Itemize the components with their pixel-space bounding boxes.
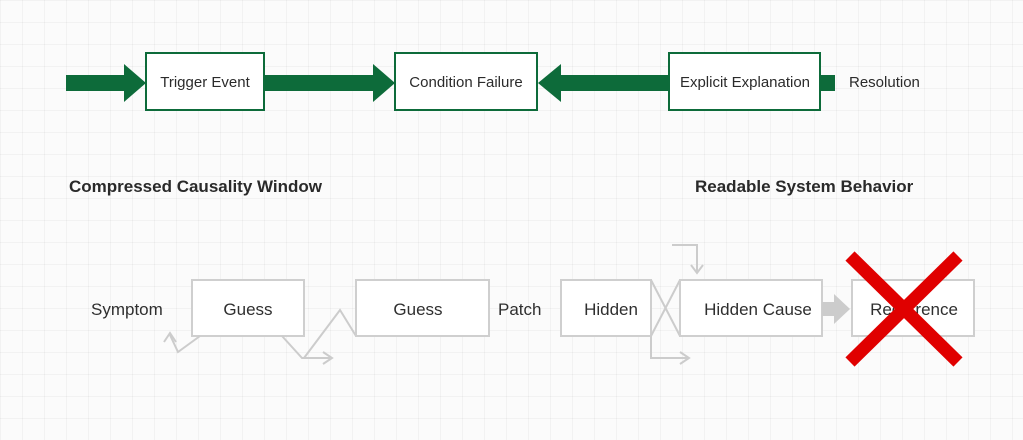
symptom-label: Symptom <box>91 300 163 319</box>
node-trigger-event: Trigger Event <box>145 52 265 111</box>
node-explicit-explanation-label: Explicit Explanation <box>680 74 810 91</box>
node-guess-2-label: Guess <box>393 300 442 319</box>
arrow-start-to-trigger <box>66 64 146 102</box>
patch-label: Patch <box>498 300 541 319</box>
node-condition-failure: Condition Failure <box>394 52 538 111</box>
right-section-title: Readable System Behavior <box>695 177 914 196</box>
top-flow: Trigger Event Condition Failure Explicit… <box>66 52 920 111</box>
node-guess-2: Guess <box>355 279 490 337</box>
node-guess-1: Guess <box>191 279 305 337</box>
red-cross-icon <box>845 251 963 367</box>
zigzag-connector <box>281 308 357 365</box>
node-hidden-cause-label: Hidden Cause <box>704 300 812 319</box>
node-condition-failure-label: Condition Failure <box>409 74 522 91</box>
resolution-stub <box>820 75 835 91</box>
crossing-connector <box>650 279 681 337</box>
resolution-label: Resolution <box>849 74 920 91</box>
node-hidden-cause: Hidden Cause <box>679 279 823 337</box>
loop-arrow-guess-1 <box>163 331 201 354</box>
arrow-cause-to-recurrence <box>822 294 850 324</box>
loop-arrow-top <box>672 244 704 275</box>
arrow-trigger-to-condition <box>265 64 395 102</box>
left-section-title: Compressed Causality Window <box>69 177 323 196</box>
loop-arrow-bottom <box>650 336 691 365</box>
node-hidden-label: Hidden <box>584 300 638 319</box>
node-guess-1-label: Guess <box>223 300 272 319</box>
node-trigger-event-label: Trigger Event <box>160 74 250 91</box>
node-hidden: Hidden <box>560 279 652 337</box>
arrow-explanation-to-condition <box>538 64 670 102</box>
bottom-flow: Symptom Guess Guess Patch Hidden <box>91 244 975 367</box>
node-explicit-explanation: Explicit Explanation <box>668 52 821 111</box>
